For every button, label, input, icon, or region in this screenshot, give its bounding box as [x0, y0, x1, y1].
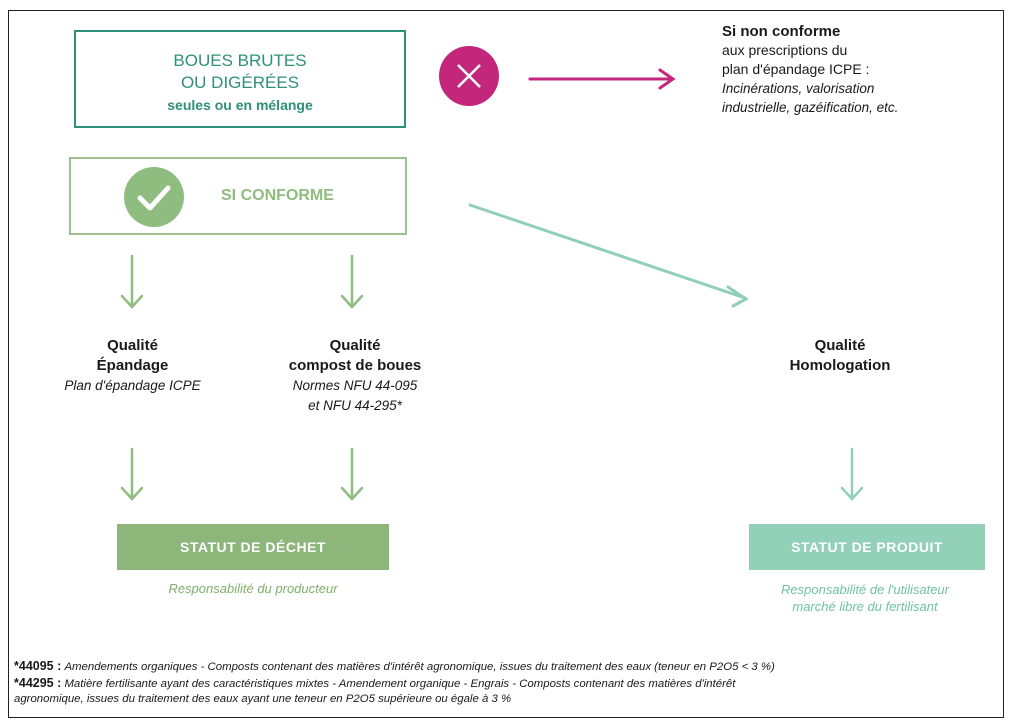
arrow-icon [120, 254, 144, 309]
qualite-detail: Normes NFU 44-095 [292, 378, 418, 393]
qualite-detail: Plan d'épandage ICPE [64, 378, 201, 393]
diagram-frame [8, 10, 1004, 718]
footnote-text: Amendements organiques - Composts conten… [64, 661, 775, 673]
si-conforme-box: SI CONFORME [69, 157, 407, 235]
qualite-name: compost de boues [288, 357, 422, 374]
responsabilite-line-1: Responsabilité de l'utilisateur [781, 582, 949, 597]
responsabilite-producteur: Responsabilité du producteur [168, 581, 338, 596]
boues-brutes-box: BOUES BRUTES OU DIGÉRÉES seules ou en mé… [74, 30, 406, 128]
footnote-text: agronomique, issues du traitement des ea… [14, 693, 512, 705]
non-conforme-line-5: industrielle, gazéification, etc. [722, 100, 899, 115]
qualite-detail-2: et NFU 44-295* [308, 398, 402, 413]
qualite-label: Qualité [814, 337, 866, 354]
arrow-icon [120, 447, 144, 501]
arrow-icon [840, 447, 864, 501]
si-conforme-label: SI CONFORME [221, 187, 334, 204]
arrow-icon [340, 447, 364, 501]
non-conforme-line-4: Incinérations, valorisation [722, 81, 875, 96]
boues-line-1: BOUES BRUTES [173, 51, 307, 70]
footnote-text: Matière fertilisante ayant des caractéri… [64, 678, 736, 690]
footnote-key: *44295 : [14, 676, 62, 690]
boues-line-3: seules ou en mélange [167, 97, 313, 113]
arrow-icon [340, 254, 364, 309]
arrow-icon [528, 68, 676, 90]
footnote-44295-continued: agronomique, issues du traitement des ea… [14, 691, 1004, 707]
non-conforme-line-3: plan d'épandage ICPE : [722, 61, 870, 77]
boues-line-2: OU DIGÉRÉES [180, 73, 300, 92]
statut-dechet-box: STATUT DE DÉCHET [117, 524, 389, 570]
non-conforme-text: Si non conforme aux prescriptions du pla… [722, 22, 1007, 117]
non-conforme-title: Si non conforme [722, 23, 841, 40]
cross-icon [439, 46, 499, 106]
qualite-name: Homologation [789, 357, 891, 374]
qualite-name: Épandage [96, 357, 169, 374]
qualite-epandage: Qualité Épandage Plan d'épandage ICPE [30, 336, 235, 396]
footnote-44095: *44095 : Amendements organiques - Compos… [14, 658, 1004, 675]
non-conforme-line-2: aux prescriptions du [722, 42, 848, 58]
qualite-label: Qualité [107, 337, 158, 354]
responsabilite-line-2: marché libre du fertilisant [792, 599, 938, 614]
statut-produit-box: STATUT DE PRODUIT [749, 524, 985, 570]
footnote-key: *44095 : [14, 659, 62, 673]
qualite-label: Qualité [329, 337, 381, 354]
qualite-homologation: Qualité Homologation [740, 336, 940, 376]
qualite-compost: Qualité compost de boues Normes NFU 44-0… [250, 336, 460, 416]
checkmark-icon [124, 167, 184, 227]
footnote-44295: *44295 : Matière fertilisante ayant des … [14, 675, 1004, 692]
arrow-icon [468, 203, 749, 308]
responsabilite-utilisateur: Responsabilité de l'utilisateur marché l… [730, 581, 1000, 615]
